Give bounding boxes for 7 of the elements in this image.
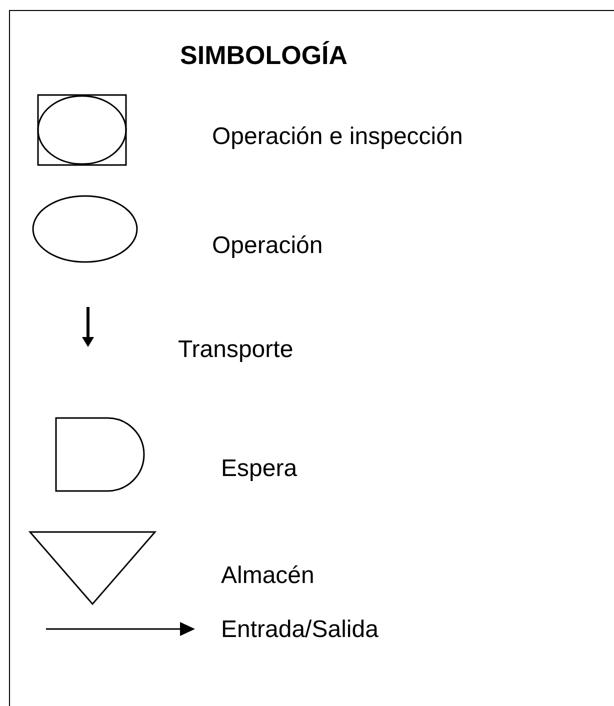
legend-label: Espera — [221, 455, 298, 483]
legend-title: SIMBOLOGÍA — [180, 40, 348, 71]
legend-label: Operación — [212, 232, 323, 260]
legend-label: Transporte — [178, 336, 294, 364]
legend-label: Entrada/Salida — [221, 616, 378, 644]
legend-label: Operación e inspección — [212, 123, 463, 151]
legend-label: Almacén — [221, 562, 314, 590]
